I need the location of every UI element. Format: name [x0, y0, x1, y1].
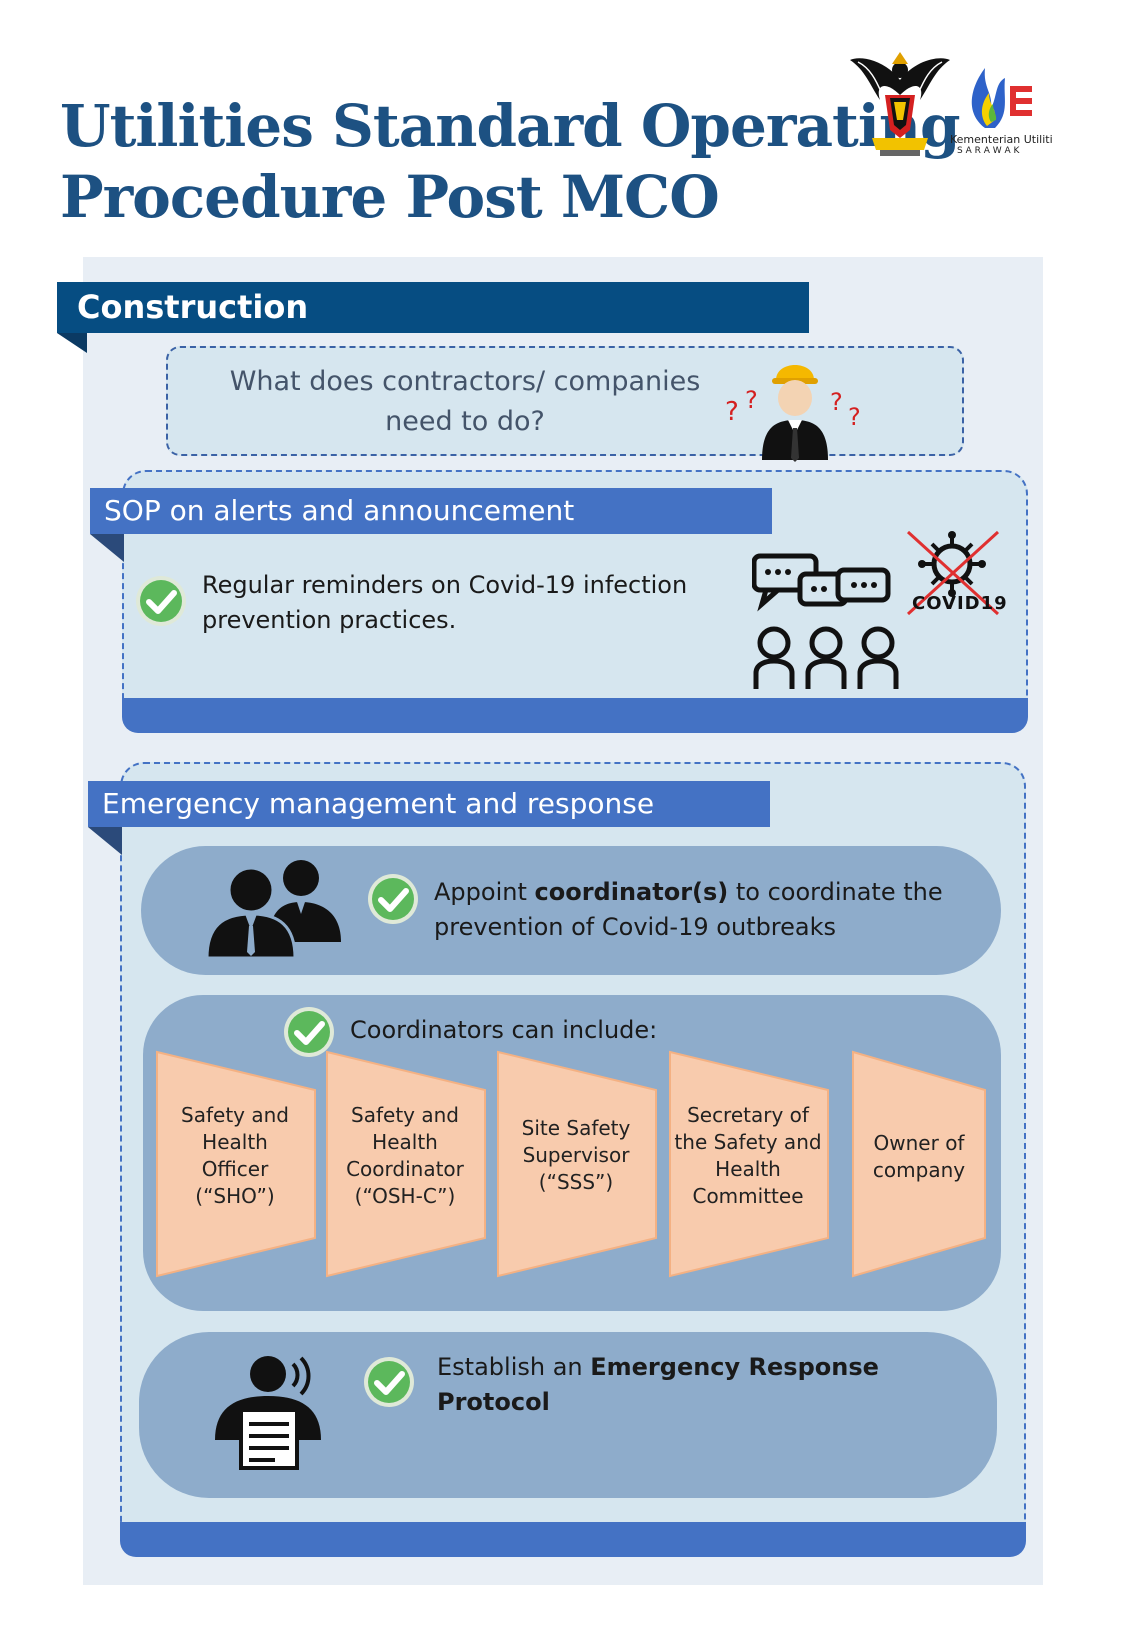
svg-text:?: ? [745, 386, 758, 414]
page-title-line2: Procedure Post MCO [60, 163, 720, 231]
announcer-reading-icon [215, 1356, 321, 1470]
svg-text:?: ? [725, 397, 739, 427]
coordinator-shape-4 [669, 1050, 829, 1278]
page-title-line1: Utilities Standard Operating [60, 92, 961, 160]
appoint-line1: Appoint coordinator(s) to coordinate the [434, 878, 943, 906]
coordinator-shape-3 [497, 1050, 657, 1278]
alerts-item-line2: prevention practices. [202, 606, 457, 634]
coordinator-shape-5 [852, 1050, 986, 1278]
protocol-line2: Protocol [437, 1388, 550, 1416]
alerts-card-bottom [122, 698, 1028, 733]
check-icon [368, 874, 418, 924]
coordinator-shape-1 [156, 1050, 316, 1278]
emergency-card-bottom [120, 1522, 1026, 1557]
svg-text:?: ? [848, 403, 861, 431]
emergency-heading: Emergency management and response [88, 781, 770, 827]
question-box [166, 346, 964, 456]
section-banner: Construction [57, 282, 809, 333]
alerts-heading-fold [90, 534, 124, 562]
chat-bubbles-icon [752, 553, 891, 612]
coordinator-shape-2 [326, 1050, 486, 1278]
question-line2: need to do? [385, 406, 545, 437]
check-icon [136, 576, 186, 626]
coordinators-heading: Coordinators can include: [350, 1016, 658, 1044]
question-line1: What does contractors/ companies [229, 366, 701, 397]
emergency-heading-fold [88, 827, 122, 855]
alerts-item-line1: Regular reminders on Covid-19 infection [202, 571, 688, 599]
check-icon [364, 1357, 414, 1407]
worker-helmet-icon: ? ? ? ? [725, 365, 861, 462]
businessmen-icon [205, 860, 341, 960]
group-people-icon [753, 626, 899, 689]
protocol-line1: Establish an Emergency Response [437, 1353, 879, 1381]
kenyalang-emblem-icon [850, 52, 950, 156]
banner-fold [57, 333, 87, 353]
kementerian-utiliti-logo-icon [971, 68, 1032, 128]
logo-text-line2: S A R A W A K [957, 146, 1020, 156]
check-icon [284, 1007, 334, 1057]
appoint-line2: prevention of Covid-19 outbreaks [434, 913, 837, 941]
svg-text:?: ? [830, 388, 843, 416]
alerts-heading: SOP on alerts and announcement [90, 488, 772, 534]
covid-label: COVID19 [912, 593, 1008, 614]
covid-crossed-icon [906, 530, 1000, 616]
logo-text-line1: Kementerian Utiliti [950, 133, 1053, 146]
